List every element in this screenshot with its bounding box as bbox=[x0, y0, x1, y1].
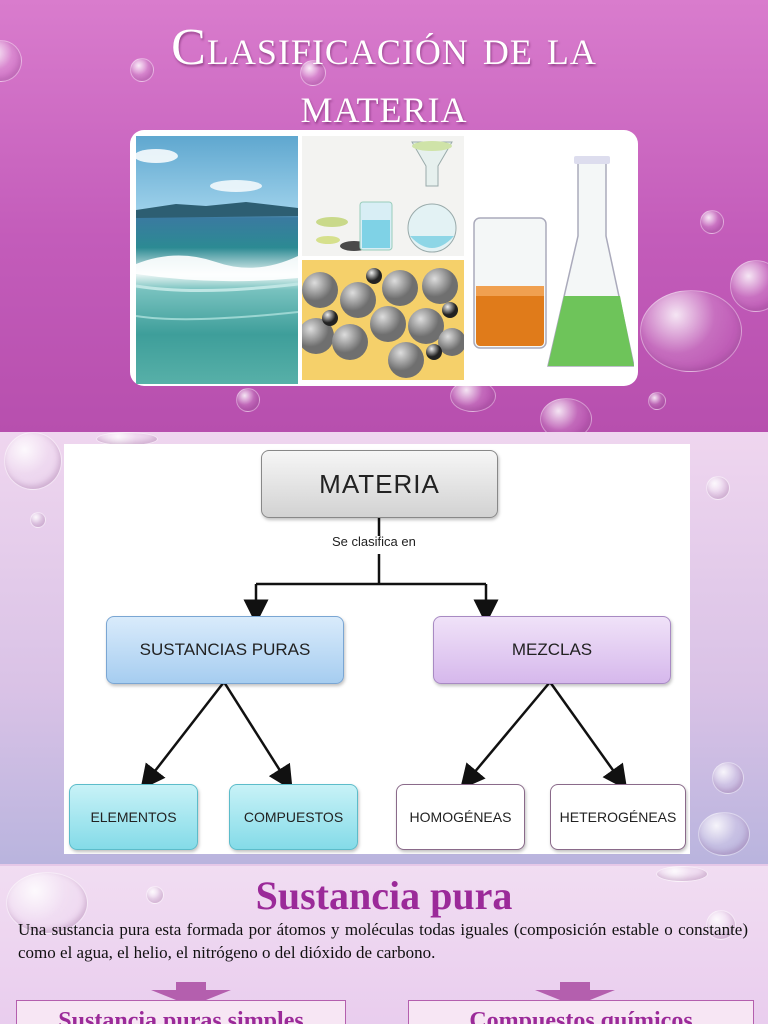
water-drop-decoration bbox=[146, 886, 164, 904]
water-drop-decoration bbox=[300, 60, 326, 86]
particle-model-image bbox=[298, 260, 466, 380]
water-drop-decoration bbox=[698, 812, 750, 856]
beaker-and-flask-illustration bbox=[473, 156, 635, 367]
sea-photo bbox=[134, 136, 299, 384]
water-drop-decoration bbox=[236, 388, 260, 412]
water-drop-decoration bbox=[712, 762, 744, 794]
chemistry-flasks-photo bbox=[468, 136, 635, 380]
water-drop-decoration bbox=[30, 512, 46, 528]
slide-title-line-1: Clasificación de la bbox=[171, 19, 597, 76]
box-compuestos-quimicos: Compuestos químicos bbox=[408, 1000, 754, 1024]
water-drop-decoration bbox=[706, 910, 736, 940]
node-elementos: ELEMENTOS bbox=[69, 784, 198, 850]
particle-spheres-illustration bbox=[298, 268, 466, 378]
water-drop-decoration bbox=[640, 290, 742, 372]
node-homogeneas: HOMOGÉNEAS bbox=[396, 784, 525, 850]
slide-sustancia-pura: Sustancia pura Una sustancia pura esta f… bbox=[0, 866, 768, 1024]
photo-collage bbox=[130, 130, 638, 386]
node-heterogeneas: HETEROGÉNEAS bbox=[550, 784, 686, 850]
node-compuestos: COMPUESTOS bbox=[229, 784, 358, 850]
classification-diagram: MATERIA Se clasifica en SUSTANCIAS PURAS… bbox=[64, 444, 690, 854]
water-drop-decoration bbox=[130, 58, 154, 82]
water-drop-decoration bbox=[6, 872, 88, 934]
lab-funnel-photo bbox=[302, 136, 464, 256]
sea-waves-illustration bbox=[134, 149, 299, 321]
water-drop-decoration bbox=[648, 392, 666, 410]
node-mezclas: MEZCLAS bbox=[433, 616, 671, 684]
water-drop-decoration bbox=[656, 866, 708, 882]
water-drop-decoration bbox=[540, 398, 592, 432]
down-arrow-stem bbox=[560, 982, 590, 990]
lab-glassware-illustration bbox=[316, 141, 457, 253]
diagram-connectors bbox=[140, 516, 628, 791]
node-materia: MATERIA bbox=[261, 450, 498, 518]
slide-title: Clasificación de la materia bbox=[0, 0, 768, 432]
definition-paragraph: Una sustancia pura esta formada por átom… bbox=[18, 920, 748, 962]
slide-diagram: MATERIA Se clasifica en SUSTANCIAS PURAS… bbox=[0, 432, 768, 864]
water-drop-decoration bbox=[706, 476, 730, 500]
box-sustancias-simples: Sustancia puras simples bbox=[16, 1000, 346, 1024]
water-drop-decoration bbox=[4, 432, 62, 490]
water-drop-decoration bbox=[730, 260, 768, 312]
node-sustancias-puras: SUSTANCIAS PURAS bbox=[106, 616, 344, 684]
connector-label: Se clasifica en bbox=[332, 534, 416, 549]
down-arrow-stem bbox=[176, 982, 206, 990]
slide-title-line-2: materia bbox=[300, 77, 468, 134]
section-heading: Sustancia pura bbox=[255, 873, 513, 918]
water-drop-decoration bbox=[700, 210, 724, 234]
